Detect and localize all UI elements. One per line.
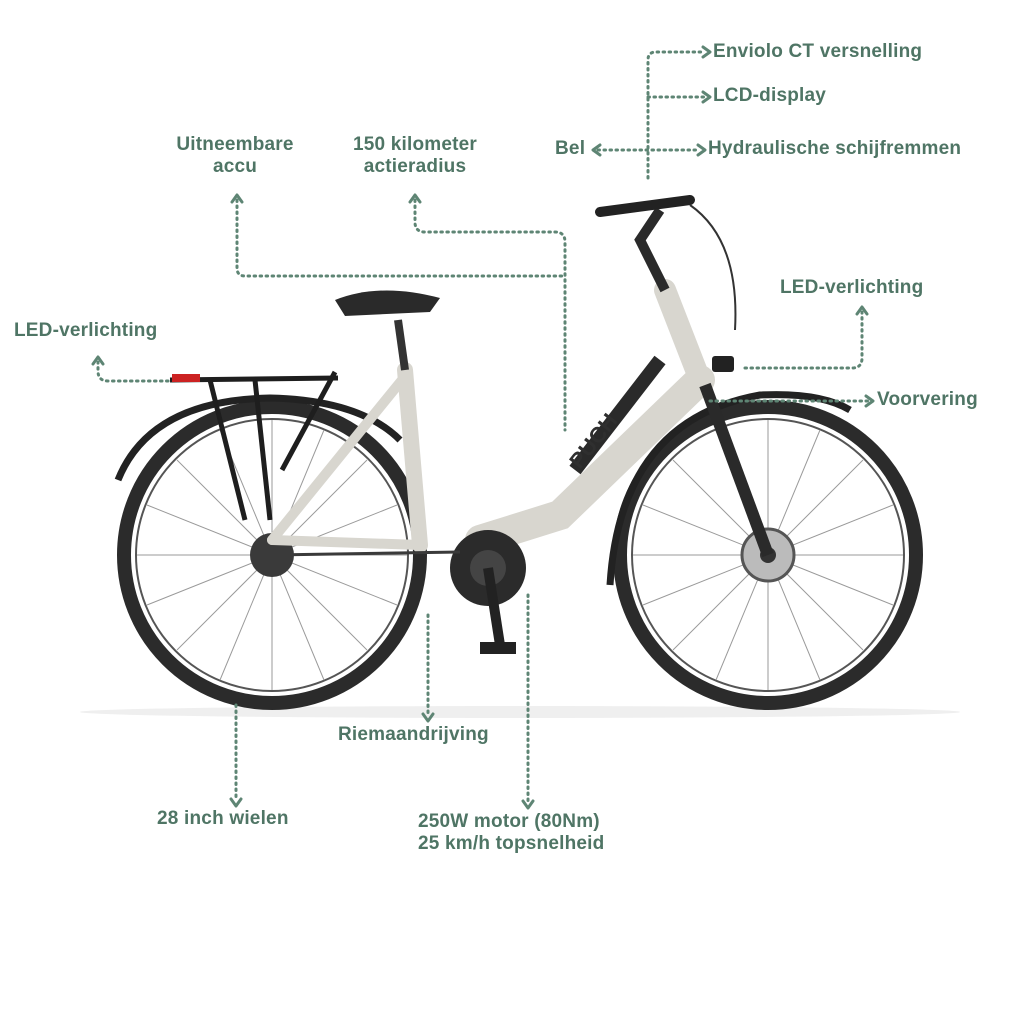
front-fender [606,391,852,586]
stem [634,207,670,293]
label-removable-battery: Uitneembare accu [150,134,320,178]
pedal [480,642,516,654]
label-range-line2: actieradius [363,156,467,177]
crank-arm [483,567,505,646]
label-belt-drive: Riemaandrijving [338,724,489,745]
cables [689,204,737,331]
label-rear-led: LED-verlichting [14,320,158,341]
belt-drive [271,550,461,557]
label-disc-brakes: Hydraulische schijfremmen [708,138,962,159]
label-motor-line2: 25 km/h topsnelheid [418,833,605,854]
rear-light [172,374,200,382]
front-fork [699,382,774,558]
label-range-line1: 150 kilometer [352,134,478,155]
frame [267,279,715,555]
label-lcd-display: LCD-display [713,85,827,106]
label-enviolo-gear: Enviolo CT versnelling [713,41,923,62]
label-suspension: Voorvering [877,389,978,410]
label-front-led: LED-verlichting [780,277,924,298]
label-motor: 250W motor (80Nm) 25 km/h topsnelheid [418,811,604,855]
ground-shadow [80,706,960,718]
label-motor-line1: 250W motor (80Nm) [418,811,600,832]
label-wheels: 28 inch wielen [157,808,289,829]
saddle [335,290,440,316]
label-bell: Bel [555,138,586,159]
handlebar [595,195,695,217]
label-removable-battery-line2: accu [212,156,258,177]
label-removable-battery-line1: Uitneembare [176,134,294,155]
seatpost [394,319,409,371]
label-range: 150 kilometer actieradius [330,134,500,178]
headlight [712,356,734,372]
battery [569,355,666,475]
